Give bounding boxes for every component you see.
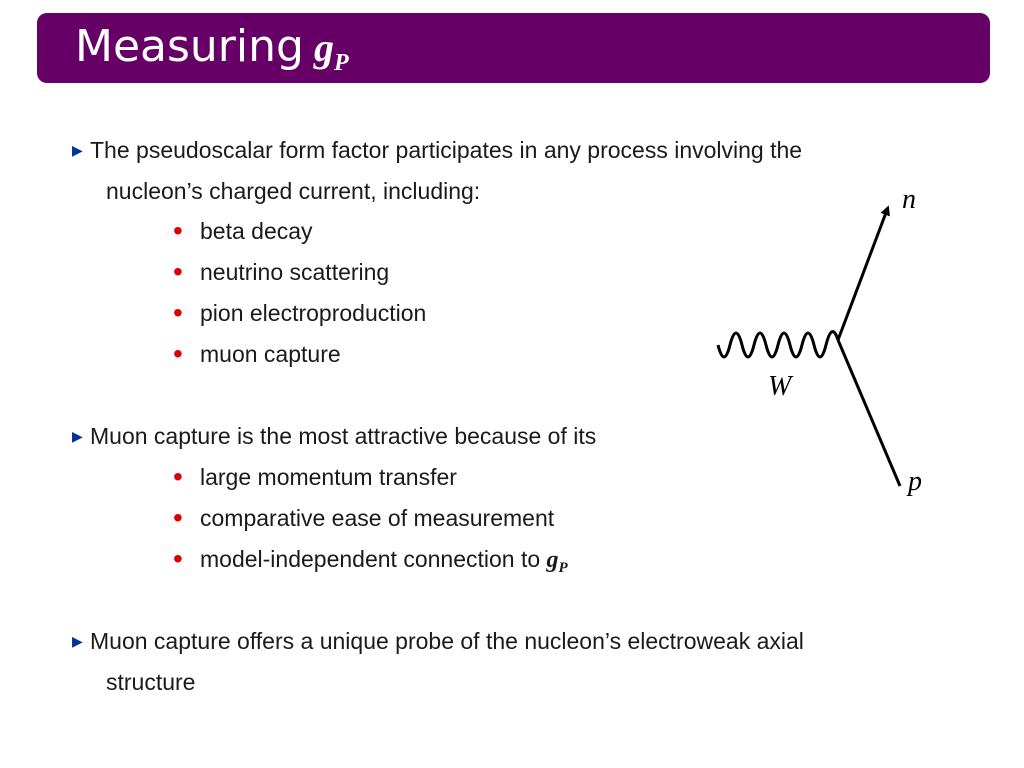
red-bullet-icon: • bbox=[173, 256, 183, 287]
sub-item-large-momentum: large momentum transfer bbox=[200, 464, 457, 490]
bullet-triangle-icon: ▶ bbox=[72, 633, 83, 649]
bullet-3-line-2: structure bbox=[106, 669, 196, 695]
w-boson-wavy-line bbox=[716, 330, 840, 359]
bullet-3-line-1: Muon capture offers a unique probe of th… bbox=[90, 628, 804, 654]
bullet-triangle-icon: ▶ bbox=[72, 428, 83, 444]
label-w: W bbox=[768, 371, 794, 402]
bullet-triangle-icon: ▶ bbox=[72, 142, 83, 158]
sub-item-model-independent: model-independent connection to gP bbox=[200, 546, 568, 576]
red-bullet-icon: • bbox=[173, 215, 183, 246]
sub-item-beta-decay: beta decay bbox=[200, 218, 313, 244]
title-symbol: gP bbox=[314, 25, 349, 76]
bullet-1-line-1: The pseudoscalar form factor participate… bbox=[90, 137, 803, 163]
sub-item-muon-capture: muon capture bbox=[200, 341, 341, 367]
bullet-2-text: Muon capture is the most attractive beca… bbox=[90, 423, 597, 449]
sub-item-neutrino-scattering: neutrino scattering bbox=[200, 259, 390, 285]
red-bullet-icon: • bbox=[173, 543, 183, 574]
feynman-diagram: n W p bbox=[716, 184, 922, 497]
inline-gp-symbol: gP bbox=[546, 547, 568, 576]
red-bullet-icon: • bbox=[173, 297, 183, 328]
neutron-line bbox=[836, 205, 890, 341]
title-bar: Measuring gP bbox=[37, 13, 990, 83]
sub-item-ease-measurement: comparative ease of measurement bbox=[200, 505, 555, 531]
bullet-1-line-2: nucleon’s charged current, including: bbox=[106, 178, 481, 204]
slide-title: Measuring bbox=[75, 21, 304, 72]
proton-line bbox=[836, 339, 902, 487]
label-p: p bbox=[906, 466, 922, 497]
label-n: n bbox=[902, 184, 916, 215]
sub-item-pion-electroproduction: pion electroproduction bbox=[200, 300, 427, 326]
red-bullet-icon: • bbox=[173, 461, 183, 492]
red-bullet-icon: • bbox=[173, 502, 183, 533]
red-bullet-icon: • bbox=[173, 338, 183, 369]
